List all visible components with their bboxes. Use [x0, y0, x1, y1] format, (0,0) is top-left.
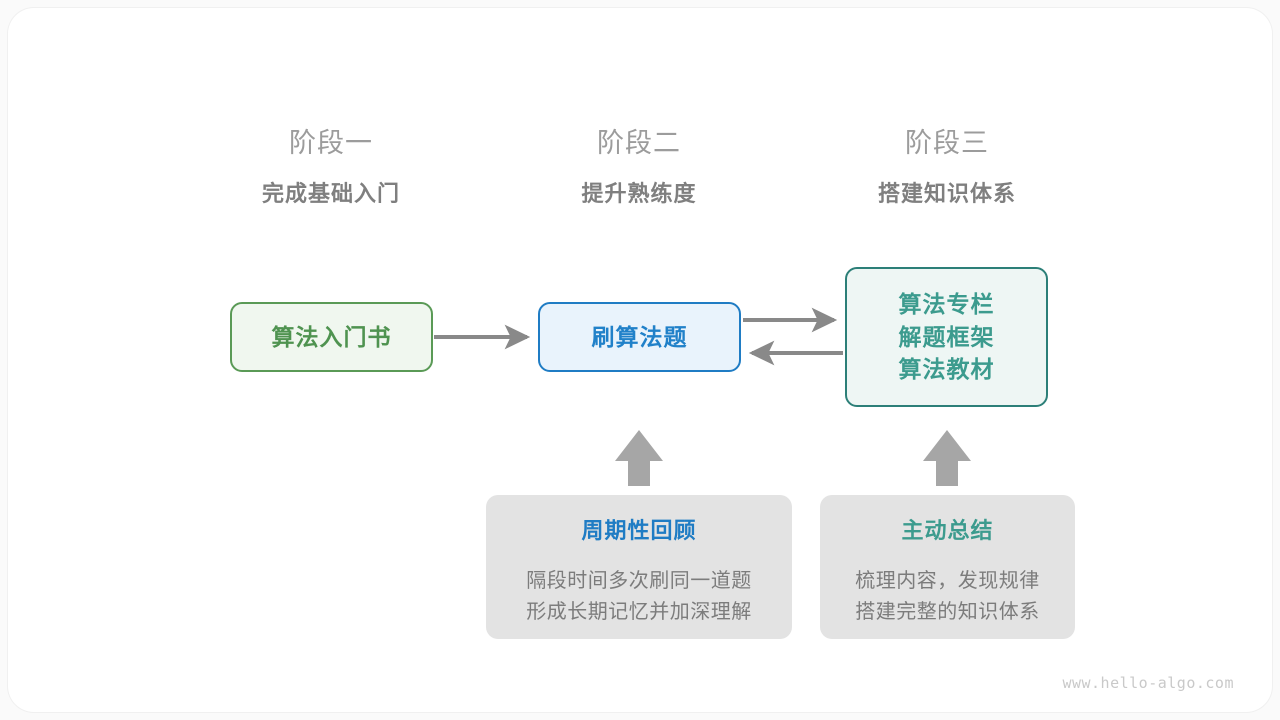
note-review-body-line-2: 形成长期记忆并加深理解: [526, 600, 752, 623]
note-active-summary[interactable]: 主动总结 梳理内容，发现规律 搭建完整的知识体系: [820, 495, 1075, 639]
stage-header-2: 阶段二 提升熟练度: [529, 128, 749, 206]
node-knowledge-line-2: 解题框架: [898, 323, 995, 350]
note-summary-title: 主动总结: [901, 518, 994, 543]
node-practice-line-1: 刷算法题: [591, 323, 688, 350]
node-book-line-1: 算法入门书: [271, 323, 392, 350]
note-periodic-review[interactable]: 周期性回顾 隔段时间多次刷同一道题 形成长期记忆并加深理解: [486, 495, 792, 639]
node-algorithm-intro-book[interactable]: 算法入门书: [230, 302, 433, 372]
stage-subtitle-2: 提升熟练度: [581, 181, 697, 207]
note-summary-body-line-1: 梳理内容，发现规律: [855, 569, 1040, 592]
node-knowledge-line-3: 算法教材: [898, 356, 995, 383]
stage-title-3: 阶段三: [905, 128, 989, 158]
note-review-body-line-1: 隔段时间多次刷同一道题: [526, 569, 752, 592]
node-practice-problems[interactable]: 刷算法题: [538, 302, 741, 372]
stage-title-1: 阶段一: [289, 128, 373, 158]
stage-header-1: 阶段一 完成基础入门: [221, 128, 441, 206]
site-watermark: www.hello-algo.com: [1062, 674, 1234, 692]
stage-header-3: 阶段三 搭建知识体系: [837, 128, 1057, 206]
note-review-title: 周期性回顾: [581, 518, 697, 543]
stage-subtitle-3: 搭建知识体系: [877, 181, 1016, 207]
stage-subtitle-1: 完成基础入门: [261, 181, 400, 207]
note-review-body: 隔段时间多次刷同一道题 形成长期记忆并加深理解: [486, 566, 792, 628]
stage-title-2: 阶段二: [597, 128, 681, 158]
node-knowledge-resources[interactable]: 算法专栏 解题框架 算法教材: [845, 267, 1048, 407]
node-knowledge-line-1: 算法专栏: [898, 291, 995, 318]
note-summary-body-line-2: 搭建完整的知识体系: [855, 600, 1040, 623]
note-summary-body: 梳理内容，发现规律 搭建完整的知识体系: [820, 566, 1075, 628]
